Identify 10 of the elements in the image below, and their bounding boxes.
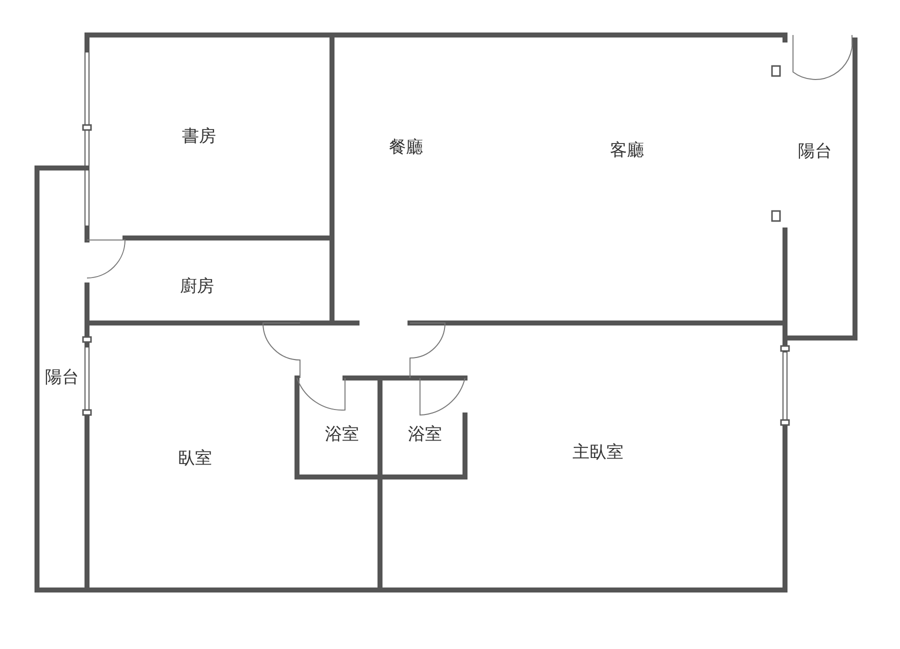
room-label: 浴室 [325,424,359,446]
room-label: 書房 [182,126,216,148]
room-label: 主臥室 [572,442,624,464]
room-label: 浴室 [408,424,442,446]
room-label: 臥室 [178,448,212,470]
room-label: 餐廳 [389,136,423,158]
room-label: 客廳 [610,140,644,162]
room-label: 陽台 [798,140,832,162]
room-label: 廚房 [180,276,214,298]
room-label: 陽台 [45,366,79,388]
